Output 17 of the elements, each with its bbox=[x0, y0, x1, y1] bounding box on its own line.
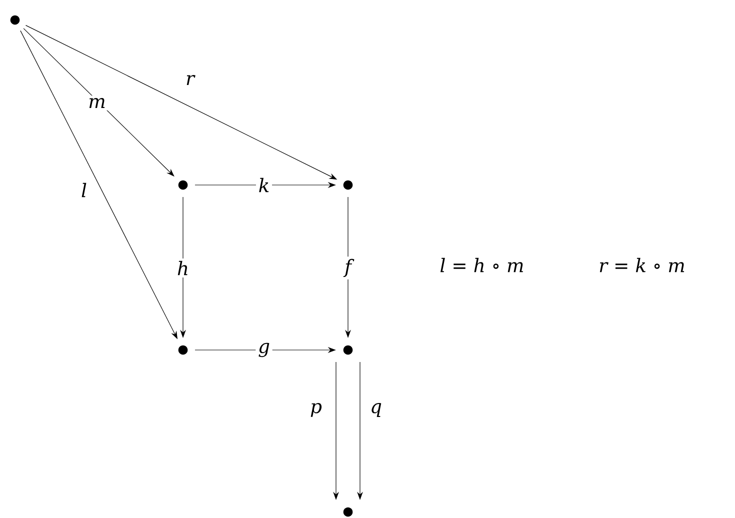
edge-label: f bbox=[342, 256, 354, 280]
edge-label: r bbox=[186, 75, 196, 85]
dot bbox=[178, 180, 188, 190]
edge-label: h bbox=[174, 258, 192, 278]
edge-label: q bbox=[372, 403, 382, 417]
edge-label: p bbox=[310, 403, 322, 417]
dot bbox=[10, 15, 20, 25]
dot bbox=[343, 507, 353, 517]
dot bbox=[343, 345, 353, 355]
edge-label: l bbox=[82, 182, 86, 198]
dot bbox=[343, 180, 353, 190]
equation: r = k ∘ m bbox=[600, 258, 684, 272]
edge-label: m bbox=[86, 96, 108, 110]
equation: l = h ∘ m bbox=[440, 258, 523, 272]
edge-label: g bbox=[256, 340, 272, 360]
edge-label: k bbox=[256, 176, 272, 194]
dot bbox=[178, 345, 188, 355]
